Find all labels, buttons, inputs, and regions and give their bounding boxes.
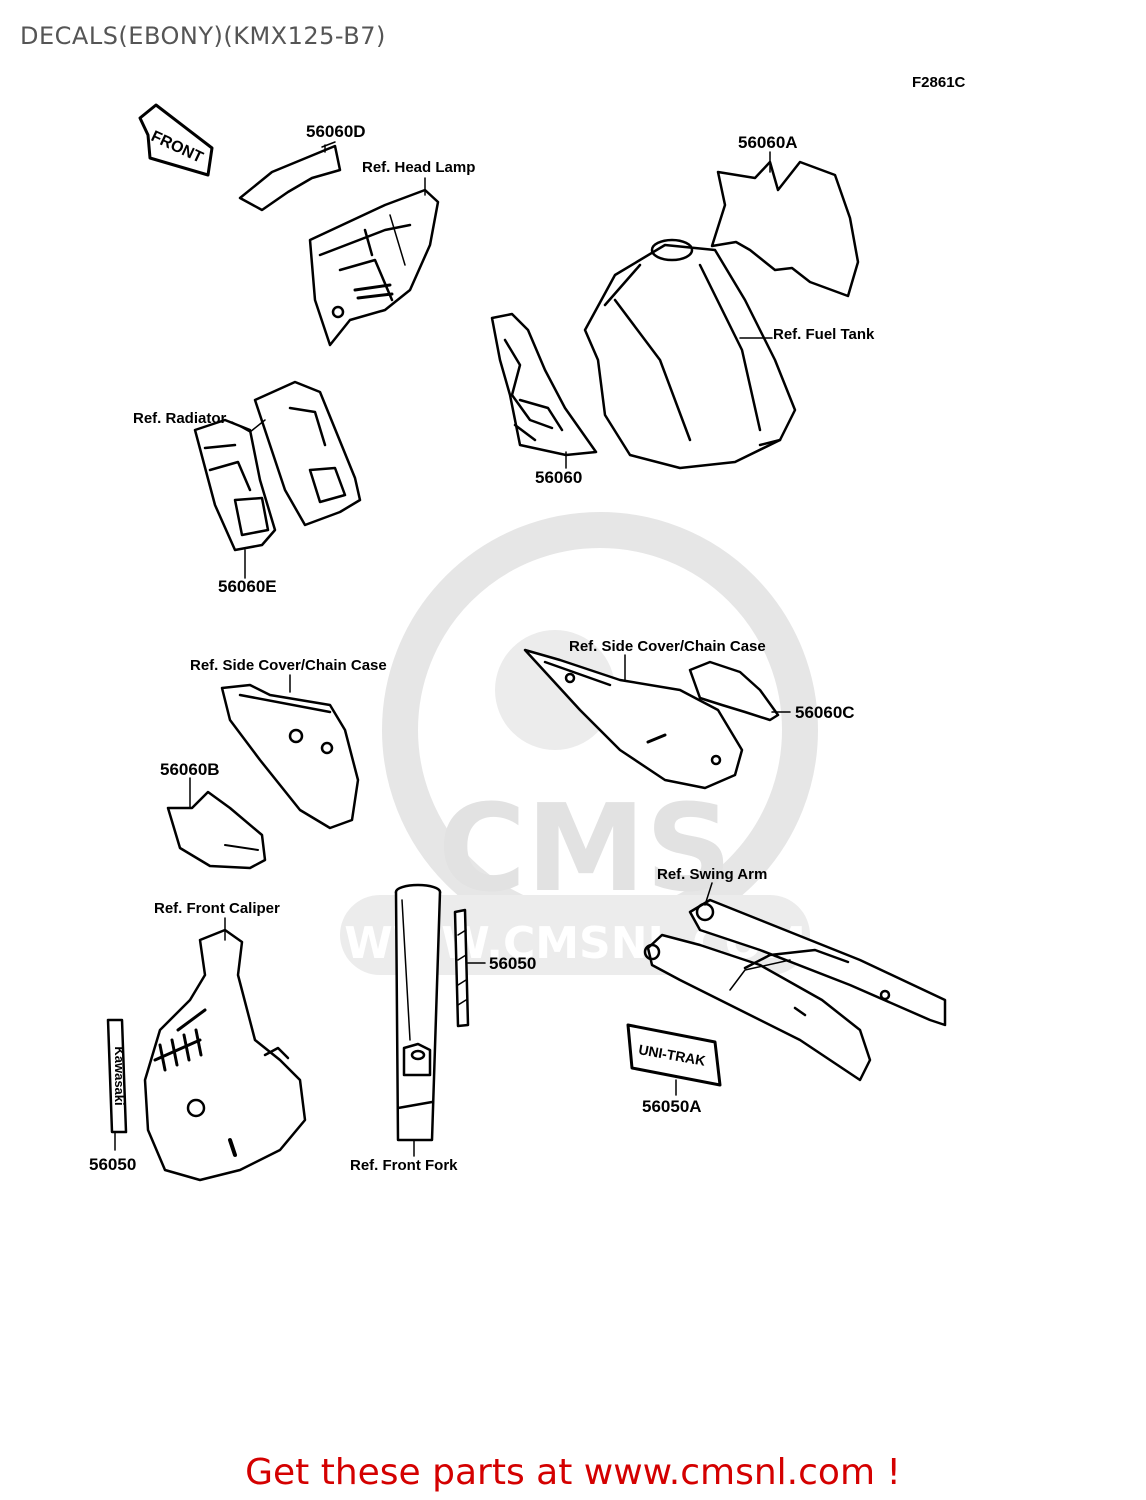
footer-link-text[interactable]: Get these parts at www.cmsnl.com !	[245, 1452, 901, 1493]
callout-56060a: 56060A	[738, 133, 798, 152]
leader-lines	[114, 144, 791, 1157]
chain-case-decal-56060c	[688, 660, 780, 722]
kawasaki-decal: Kawasaki	[106, 1018, 128, 1134]
fuel-tank-decal-56060a	[710, 160, 860, 298]
callout-56060: 56060	[535, 468, 583, 487]
callout-ref-head-lamp: Ref. Head Lamp	[362, 159, 476, 176]
callout-ref-front-fork: Ref. Front Fork	[350, 1157, 458, 1174]
callout-ref-swing-arm: Ref. Swing Arm	[657, 866, 768, 883]
callout-ref-radiator: Ref. Radiator	[133, 410, 227, 427]
callout-ref-side-cover-right: Ref. Side Cover/Chain Case	[569, 638, 766, 655]
head-lamp-part	[308, 188, 440, 347]
side-cover-left-part	[220, 683, 360, 830]
page-title: DECALS(EBONY)(KMX125-B7)	[20, 22, 386, 50]
radiator-shroud-part	[253, 380, 362, 527]
swing-arm-part	[643, 898, 947, 1082]
fork-decal-56050	[453, 908, 470, 1028]
kawasaki-decal-text: Kawasaki	[112, 1046, 127, 1105]
callout-ref-fuel-tank: Ref. Fuel Tank	[773, 326, 875, 343]
front-arrow-decal: FRONT	[138, 103, 214, 177]
fuel-tank-part	[583, 238, 797, 470]
callout-56060e: 56060E	[218, 577, 277, 596]
callout-56050-caliper: 56050	[89, 1155, 137, 1174]
figure-code: F2861C	[912, 74, 966, 91]
callout-ref-front-caliper: Ref. Front Caliper	[154, 900, 280, 917]
callout-ref-side-cover-left: Ref. Side Cover/Chain Case	[190, 657, 387, 674]
callout-56050a: 56050A	[642, 1097, 702, 1116]
callout-56060c: 56060C	[795, 703, 855, 722]
watermark-brand: CMS	[438, 780, 732, 919]
shroud-decal-56060	[490, 312, 598, 457]
callout-56050-fork: 56050	[489, 954, 537, 973]
footer-link[interactable]: Get these parts at www.cmsnl.com !	[0, 1452, 1146, 1493]
front-caliper-cover-part	[143, 928, 307, 1182]
chain-case-part	[523, 648, 744, 790]
radiator-decal-56060e	[193, 418, 277, 552]
headlamp-decal-56060d	[238, 144, 342, 212]
uni-trak-decal-56050a: UNI-TRAK	[626, 1023, 722, 1087]
front-fork-part	[394, 883, 442, 1142]
side-cover-decal-56060b	[166, 790, 267, 870]
callout-56060d: 56060D	[306, 122, 366, 141]
callout-56060b: 56060B	[160, 760, 220, 779]
